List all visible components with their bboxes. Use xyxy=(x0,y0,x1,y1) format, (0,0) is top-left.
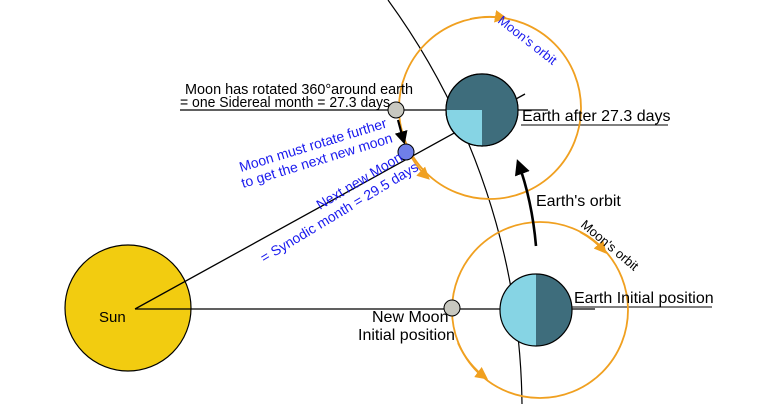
earth-initial-label: Earth Initial position xyxy=(574,290,714,307)
earth-orbit-arrow xyxy=(514,159,538,247)
sidereal-label-line1: Moon has rotated 360°around earth xyxy=(185,81,413,98)
moon-initial xyxy=(443,299,461,317)
sun-label: Sun xyxy=(99,309,126,326)
sun xyxy=(64,244,192,372)
new-moon-label-line1: New Moon xyxy=(372,309,448,326)
earth-after-label: Earth after 27.3 days xyxy=(522,108,671,125)
earth-after xyxy=(445,73,519,147)
new-moon-label-line2: Initial position xyxy=(358,327,455,344)
moon-orbit-bottom-arrow-upper xyxy=(579,231,607,254)
sidereal-label-line2: = one Sidereal month = 27.3 days xyxy=(180,94,390,111)
earth-initial xyxy=(499,273,573,347)
moon-sidereal xyxy=(387,101,405,119)
earth-orbit-arc xyxy=(387,0,523,405)
moon-orbit-bottom-arrow-lower xyxy=(457,342,489,380)
moon-orbit-bottom-label: Moon's orbit xyxy=(578,217,642,274)
moon-orbit-top-arrow-upper xyxy=(469,10,508,23)
further-rotation-arrow xyxy=(394,119,408,145)
earth-orbit-label: Earth's orbit xyxy=(536,193,621,210)
